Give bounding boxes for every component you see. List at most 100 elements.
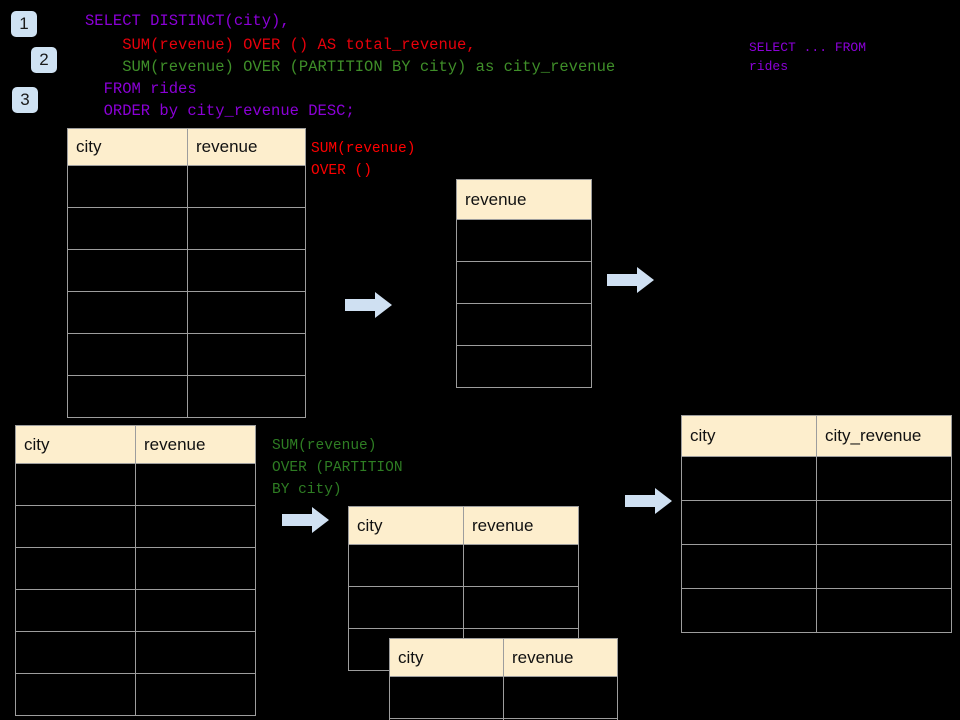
cell-city <box>67 165 188 208</box>
cell-city <box>67 291 188 334</box>
cell-revenue <box>456 345 592 388</box>
cell-revenue <box>135 505 256 548</box>
table-header-row: revenue <box>456 179 592 220</box>
cell-revenue <box>456 219 592 262</box>
table-row <box>389 718 618 720</box>
cell-revenue <box>463 586 579 629</box>
column-header-revenue: revenue <box>187 128 306 166</box>
cell-city <box>681 588 817 633</box>
cell-city <box>681 456 817 501</box>
partition-source-table: city revenue <box>15 425 256 716</box>
cell-revenue <box>187 291 306 334</box>
cell-revenue <box>135 463 256 506</box>
cell-revenue <box>187 207 306 250</box>
table-row <box>456 261 592 304</box>
table-row <box>681 456 952 501</box>
table-row <box>67 333 306 376</box>
column-header-city: city <box>15 425 136 464</box>
table-row <box>15 463 256 506</box>
cell-revenue <box>503 676 618 719</box>
cell-revenue <box>135 673 256 716</box>
table-row <box>456 219 592 262</box>
column-header-city: city <box>348 506 464 545</box>
table-row <box>389 676 618 719</box>
code-line-4: FROM rides <box>85 80 197 98</box>
cell-city <box>348 544 464 587</box>
column-header-revenue: revenue <box>135 425 256 464</box>
table-row <box>67 249 306 292</box>
table-row <box>348 586 579 629</box>
cell-city-revenue <box>816 500 952 545</box>
arrow-right-icon <box>625 488 672 514</box>
step-badge-1: 1 <box>11 11 37 37</box>
cell-city <box>67 375 188 418</box>
code-line-1: SELECT DISTINCT(city), <box>85 12 290 30</box>
cell-revenue <box>187 165 306 208</box>
cell-revenue <box>187 333 306 376</box>
table-row <box>15 547 256 590</box>
cell-city <box>67 249 188 292</box>
cell-revenue <box>187 375 306 418</box>
step-badge-2: 2 <box>31 47 57 73</box>
table-row <box>15 673 256 716</box>
table-row <box>67 291 306 334</box>
column-header-revenue: revenue <box>463 506 579 545</box>
cell-city-revenue <box>816 544 952 589</box>
result-city-revenue-table: city city_revenue <box>681 415 952 633</box>
arrow-source-to-total <box>345 290 393 320</box>
cell-city-revenue <box>816 456 952 501</box>
code-line-5: ORDER by city_revenue DESC; <box>85 102 355 120</box>
code-line-2: SUM(revenue) OVER () AS total_revenue, <box>85 36 476 54</box>
table-header-row: city revenue <box>389 638 618 677</box>
table-row <box>681 500 952 545</box>
cell-city <box>15 589 136 632</box>
cell-city <box>348 586 464 629</box>
cell-revenue <box>135 631 256 674</box>
total-revenue-table: revenue <box>456 179 592 388</box>
cell-city <box>67 333 188 376</box>
cell-revenue <box>135 547 256 590</box>
cell-city <box>681 500 817 545</box>
arrow-right-icon <box>345 292 392 318</box>
source-label-annotation: SELECT ... FROM rides <box>749 40 867 74</box>
cell-city <box>15 505 136 548</box>
cell-city <box>389 676 504 719</box>
code-line-3: SUM(revenue) OVER (PARTITION BY city) as… <box>85 58 616 76</box>
cell-city <box>681 544 817 589</box>
cell-revenue <box>463 544 579 587</box>
cell-city <box>67 207 188 250</box>
table-row <box>456 345 592 388</box>
sum-over-empty-annotation: SUM(revenue) OVER () <box>311 141 416 179</box>
table-row <box>15 589 256 632</box>
cell-city <box>15 631 136 674</box>
cell-revenue <box>456 303 592 346</box>
partition-group-front-table: city revenue <box>389 638 618 720</box>
table-row <box>67 165 306 208</box>
source-rides-table: city revenue <box>67 128 306 418</box>
table-header-row: city revenue <box>67 128 306 166</box>
table-row <box>15 631 256 674</box>
table-row <box>67 375 306 418</box>
table-row <box>67 207 306 250</box>
cell-city <box>15 673 136 716</box>
table-header-row: city revenue <box>15 425 256 464</box>
column-header-revenue: revenue <box>503 638 618 677</box>
arrow-total-to-result <box>607 265 655 295</box>
cell-revenue <box>135 589 256 632</box>
column-header-city: city <box>389 638 504 677</box>
table-row <box>456 303 592 346</box>
arrow-partition-source-to-groups <box>282 505 330 535</box>
column-header-city: city <box>67 128 188 166</box>
cell-city <box>15 463 136 506</box>
table-row <box>348 544 579 587</box>
column-header-city: city <box>681 415 817 457</box>
arrow-groups-to-result <box>625 486 673 516</box>
cell-revenue <box>503 718 618 720</box>
table-header-row: city city_revenue <box>681 415 952 457</box>
arrow-right-icon <box>282 507 329 533</box>
cell-city-revenue <box>816 588 952 633</box>
arrow-right-icon <box>607 267 654 293</box>
column-header-revenue: revenue <box>456 179 592 220</box>
step-badge-3: 3 <box>12 87 38 113</box>
